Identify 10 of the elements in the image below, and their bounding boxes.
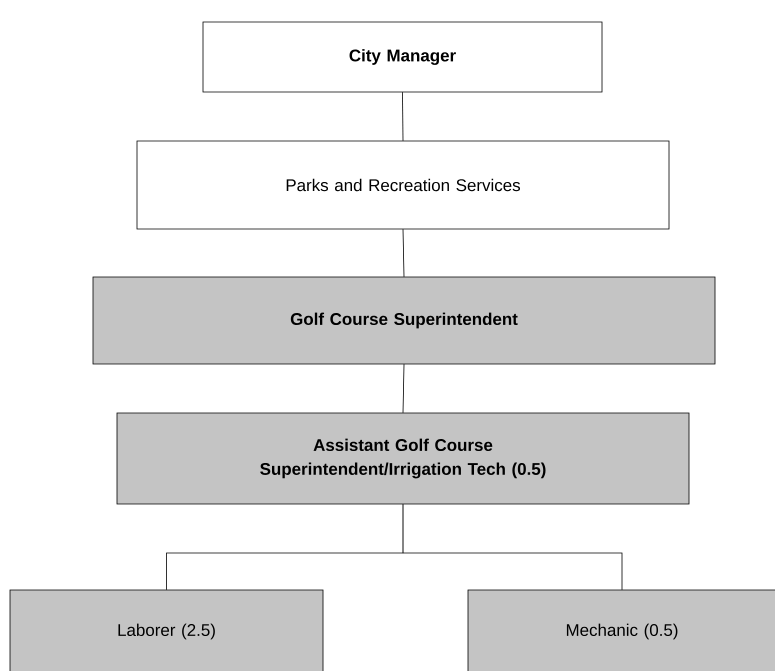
org-box: City Manager	[202, 22, 602, 92]
connector-line	[402, 92, 404, 141]
connector-line	[402, 229, 404, 277]
connector-line	[402, 364, 404, 413]
org-box: Assistant Golf Course Superintendent/Irrigation Tech (0.5)	[116, 412, 690, 504]
org-box: Golf Course Superintendent	[92, 276, 716, 364]
org-box: Laborer (2.5)	[10, 590, 324, 671]
org-box: Mechanic (0.5)	[468, 590, 775, 671]
connector-line	[402, 504, 622, 590]
org-box: Parks and Recreation Services	[136, 140, 670, 230]
